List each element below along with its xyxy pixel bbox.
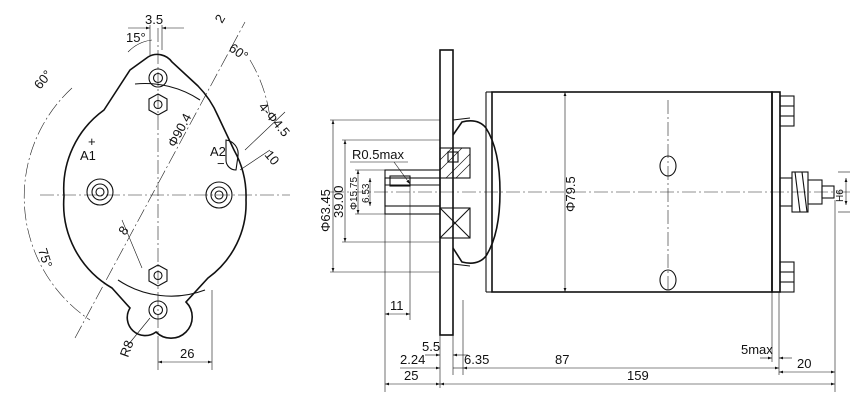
dim-r8: R8	[117, 338, 137, 359]
dim-11: 11	[390, 298, 404, 313]
terminal-a2	[205, 181, 233, 209]
mount-flange-plate	[439, 49, 454, 336]
a2-window	[225, 139, 239, 171]
mount-hole-top	[148, 68, 168, 88]
dim-phi-63-45: Φ63.45	[318, 189, 333, 232]
dim-20: 20	[797, 356, 811, 371]
reference-arc	[23, 87, 91, 321]
dim-87: 87	[555, 352, 569, 367]
front-housing	[452, 120, 501, 264]
label-a1: A1	[80, 148, 96, 163]
bearing-lower	[439, 207, 471, 239]
label-a2: A2	[210, 144, 226, 159]
dim-39-00: 39.00	[331, 185, 346, 218]
dim-60-right: 60°	[226, 40, 251, 64]
dim-75-deg: 75°	[35, 246, 55, 269]
front-view: 3.5 2 15° 60° 60° Φ90.4 4-Φ4.5 10 8 75° …	[23, 12, 293, 370]
front-flange-outline	[62, 53, 247, 339]
side-view: Φ63.45 39.00 Φ15.75 6.53 R0.5max Φ79.5 1…	[318, 49, 850, 392]
dim-phi-15-75: Φ15.75	[349, 177, 360, 210]
dim-10: 10	[262, 147, 283, 168]
dim-15-deg: 15°	[126, 30, 146, 45]
label-plus: +	[88, 134, 96, 149]
mount-hole-bottom	[148, 300, 168, 320]
terminal-a1	[86, 178, 114, 206]
dim-phi-90-4: Φ90.4	[164, 111, 194, 150]
hex-nut-top	[148, 93, 168, 116]
dim-4-phi-4-5: 4-Φ4.5	[256, 99, 293, 139]
diagonal-centerline	[74, 21, 246, 339]
stud-bottom	[779, 261, 795, 293]
dim-6-53: 6.53	[361, 183, 372, 203]
dim-3-5: 3.5	[145, 12, 163, 27]
dim-26: 26	[180, 346, 194, 361]
dim-159: 159	[627, 368, 649, 383]
dim-phi-79-5: Φ79.5	[563, 176, 578, 212]
dim-6-35: 6.35	[464, 352, 489, 367]
keyway	[389, 175, 411, 187]
hex-nut-bottom	[148, 264, 168, 287]
dim-r0-5max: R0.5max	[352, 147, 405, 162]
body-hole-upper	[659, 155, 677, 177]
bearing-upper	[439, 147, 471, 179]
terminal-stud-center	[779, 171, 835, 213]
body-hole-lower	[659, 269, 677, 291]
dim-8: 8	[115, 223, 131, 238]
dim-5-5: 5.5	[422, 339, 440, 354]
dim-25: 25	[404, 368, 418, 383]
label-minus: −	[217, 156, 225, 171]
dim-5max: 5max	[741, 342, 773, 357]
dim-2: 2	[212, 12, 229, 26]
stud-top	[779, 95, 795, 127]
dim-h6: H6	[835, 189, 846, 202]
dim-60-left: 60°	[31, 67, 55, 92]
dim-2-24: 2.24	[400, 352, 425, 367]
